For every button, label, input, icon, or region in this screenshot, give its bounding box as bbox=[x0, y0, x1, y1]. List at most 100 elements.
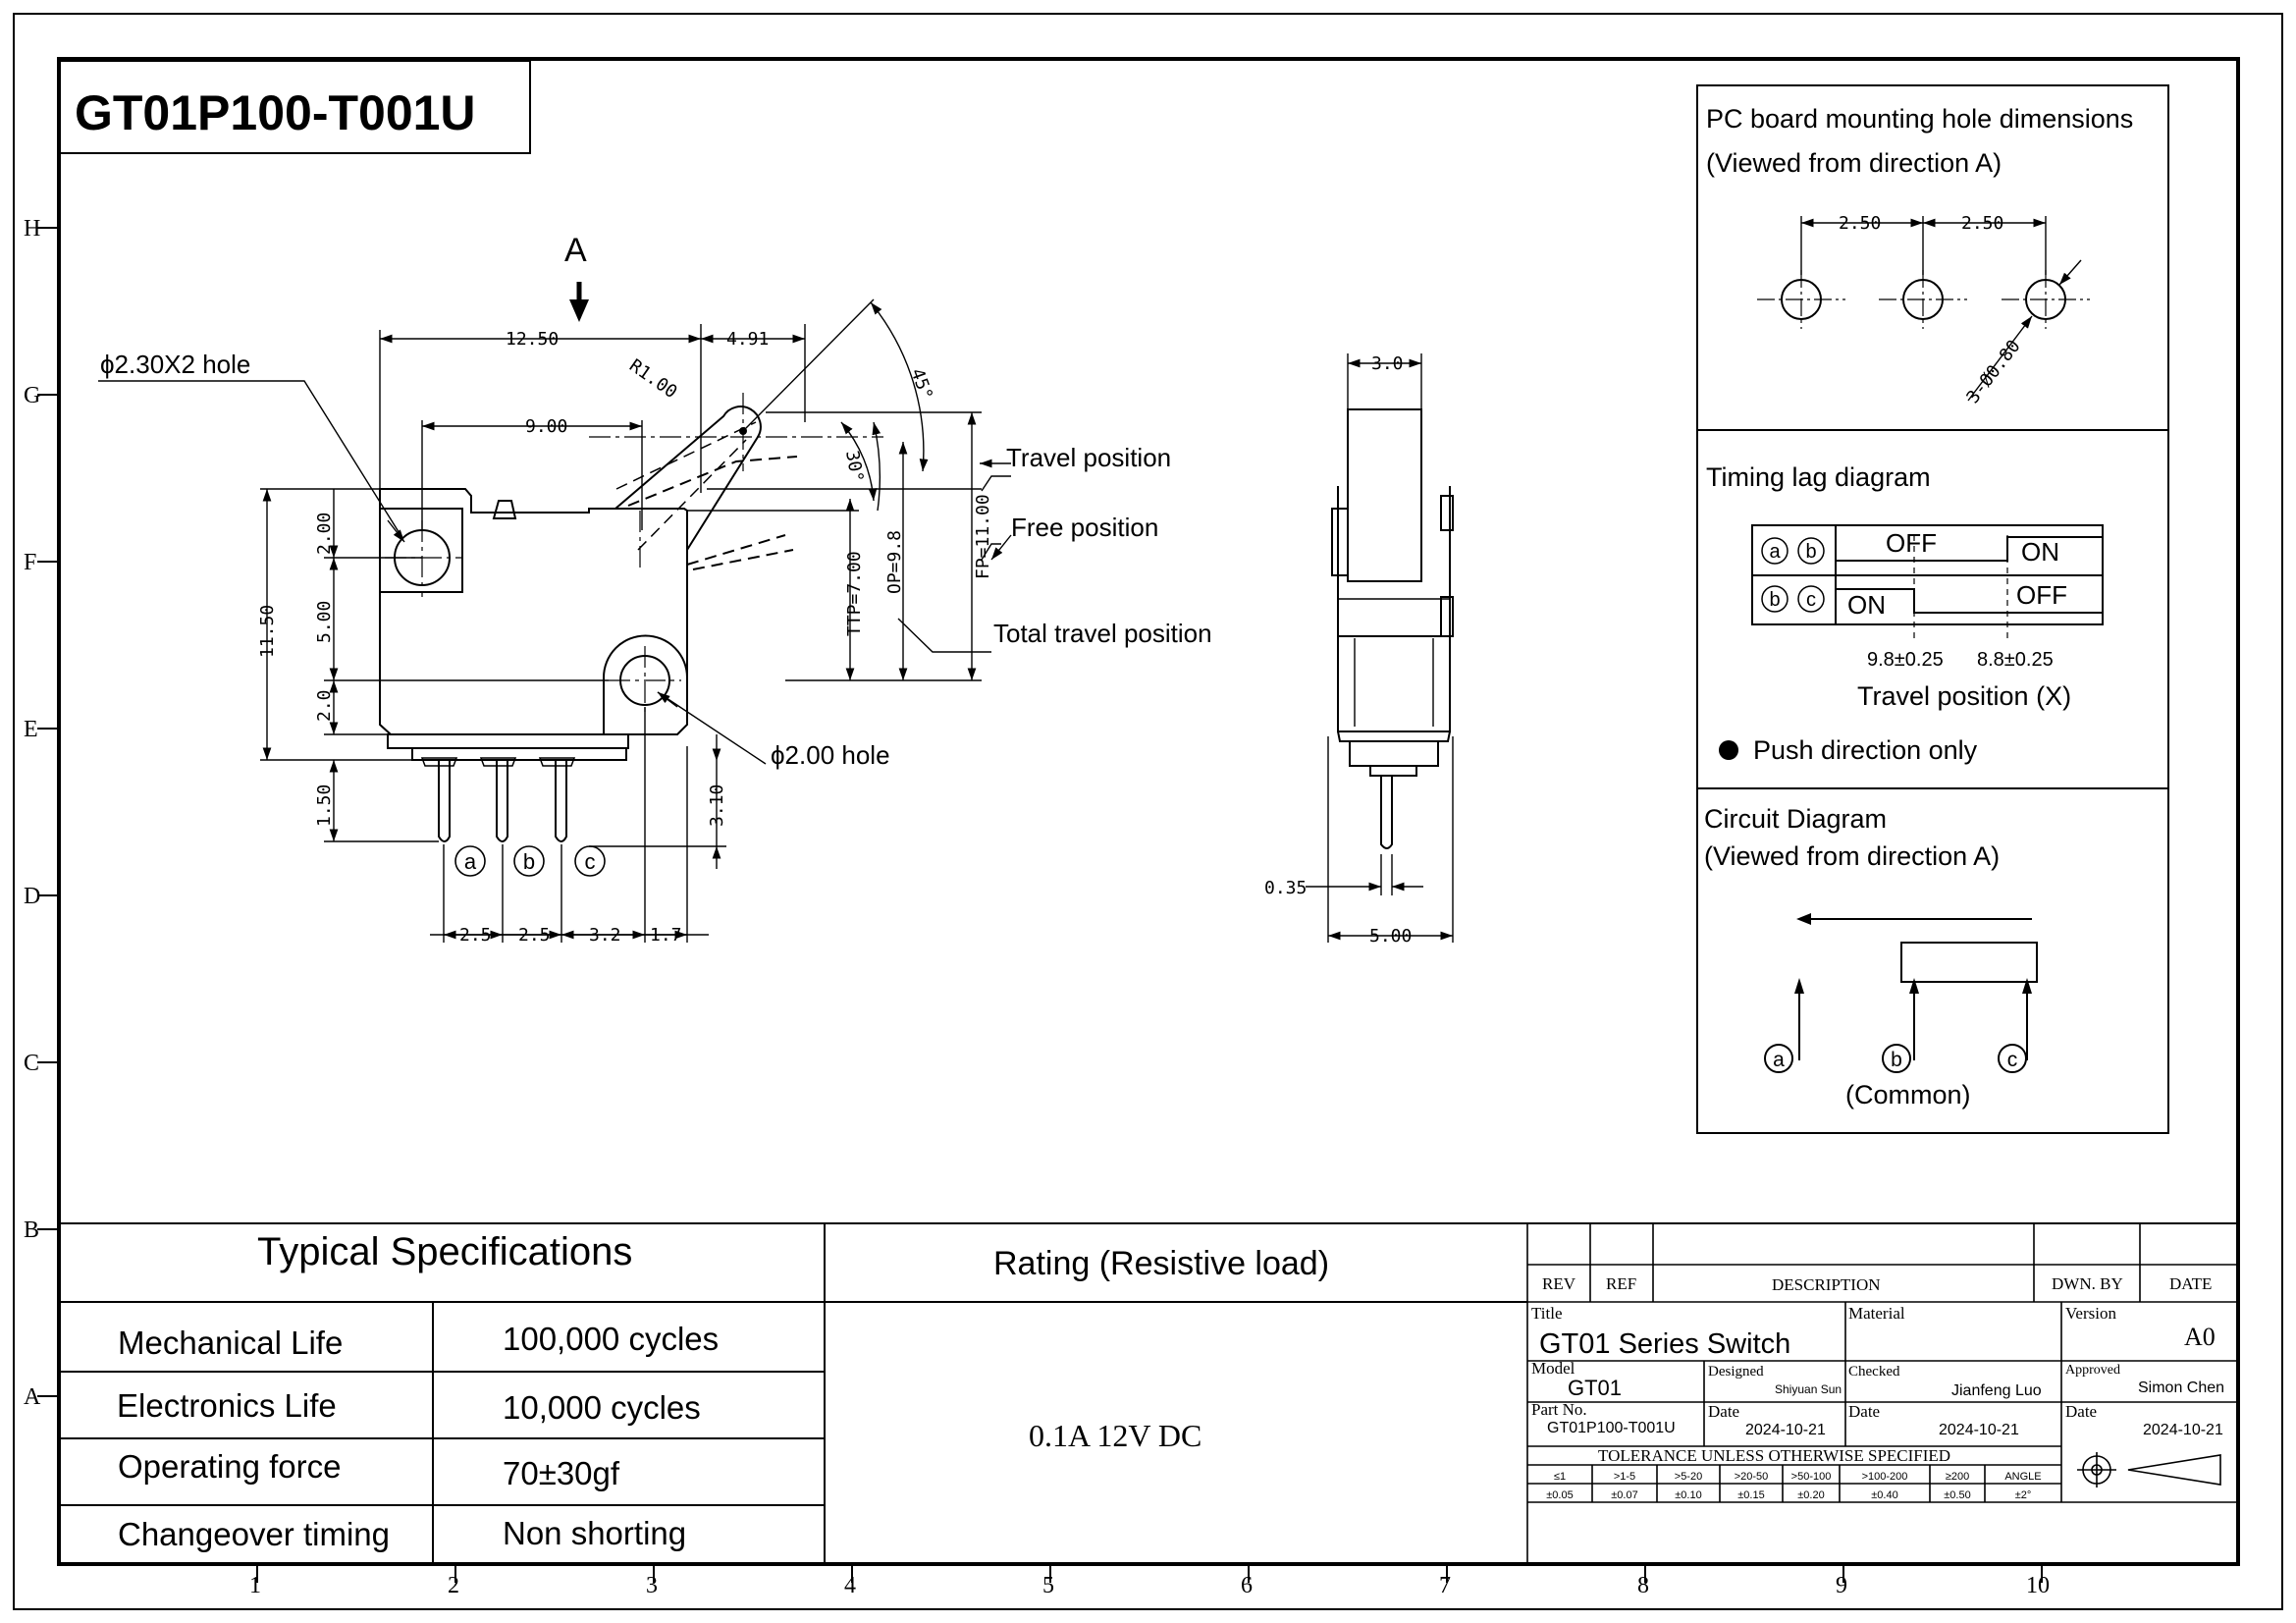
tb-approved-label: Approved bbox=[2065, 1363, 2120, 1378]
part-title-box bbox=[58, 60, 531, 154]
specs-header: Typical Specifications bbox=[257, 1230, 632, 1273]
zone-row-g: G bbox=[24, 383, 40, 408]
tb-designed-value: Shiyuan Sun bbox=[1775, 1382, 1842, 1396]
dim-2-0: 2.0 bbox=[314, 689, 335, 722]
bullet-icon bbox=[1719, 740, 1738, 760]
zone-row-f: F bbox=[24, 550, 36, 575]
dim-fp: FP=11.00 bbox=[973, 494, 993, 579]
pcb-pitch-2: 2.50 bbox=[1961, 213, 2003, 234]
tb-partno-label: Part No. bbox=[1531, 1400, 1587, 1419]
side-dim-3-0: 3.0 bbox=[1371, 353, 1404, 374]
dim-9-00: 9.00 bbox=[525, 416, 567, 437]
tb-model-value: GT01 bbox=[1568, 1376, 1622, 1400]
tb-partno-value: GT01P100-T001U bbox=[1547, 1420, 1676, 1436]
free-position-label: Free position bbox=[1011, 513, 1158, 542]
tol-range-1: ≤1 bbox=[1554, 1471, 1566, 1483]
side-dim-5-00: 5.00 bbox=[1369, 926, 1412, 947]
dim-1-7: 1.7 bbox=[650, 925, 682, 946]
dim-2-5-a: 2.5 bbox=[459, 925, 492, 946]
tol-range-4: >20-50 bbox=[1735, 1471, 1769, 1483]
spec-value-force: 70±30gf bbox=[503, 1455, 620, 1491]
tb-title-value: GT01 Series Switch bbox=[1539, 1328, 1790, 1360]
tb-dwn-by: DWN. BY bbox=[2052, 1274, 2123, 1293]
hole-label: ϕ2.30X2 hole bbox=[100, 350, 250, 379]
circuit-pin-a: a bbox=[1773, 1049, 1785, 1071]
pin-a-marker bbox=[454, 845, 486, 877]
tol-value-2: ±0.07 bbox=[1611, 1489, 1637, 1501]
circuit-title-2: (Viewed from direction A) bbox=[1704, 841, 2000, 871]
side-view bbox=[1331, 408, 1454, 849]
tol-value-5: ±0.20 bbox=[1797, 1489, 1824, 1501]
tol-value-7: ±0.50 bbox=[1944, 1489, 1970, 1501]
dim-12-50: 12.50 bbox=[506, 329, 559, 350]
spec-label-force: Operating force bbox=[118, 1448, 341, 1485]
circuit-common-label: (Common) bbox=[1845, 1080, 1971, 1109]
spec-label-mechanical: Mechanical Life bbox=[118, 1325, 343, 1361]
total-travel-label: Total travel position bbox=[993, 619, 1212, 648]
tol-value-3: ±0.10 bbox=[1675, 1489, 1701, 1501]
timing-row2-on: ON bbox=[1847, 590, 1886, 620]
right-panel-frame bbox=[1696, 84, 2169, 1134]
pin-c-label: c bbox=[585, 849, 596, 874]
title-block bbox=[1526, 1223, 2238, 1564]
pin-a-label: a bbox=[464, 849, 477, 874]
circuit-pin-c: c bbox=[2007, 1049, 2018, 1071]
zone-col-8: 8 bbox=[1637, 1573, 1649, 1598]
dim-45: 45° bbox=[906, 366, 936, 404]
dim-ttp: TTP=7.00 bbox=[844, 551, 865, 636]
lever-arm bbox=[614, 406, 762, 551]
tb-model-label: Model bbox=[1531, 1359, 1575, 1378]
timing-row1-on: ON bbox=[2021, 537, 2059, 567]
timing-row2-pin1: b bbox=[1769, 589, 1780, 611]
rating-value: 0.1A 12V DC bbox=[1029, 1418, 1201, 1453]
pin-c-marker bbox=[574, 845, 606, 877]
zone-row-h: H bbox=[24, 216, 40, 242]
timing-row1-pin2: b bbox=[1805, 541, 1816, 563]
timing-row2-pin2: c bbox=[1806, 589, 1816, 611]
outer-border bbox=[13, 13, 2283, 1610]
side-dim-0-35: 0.35 bbox=[1264, 878, 1307, 898]
spec-label-changeover: Changeover timing bbox=[118, 1516, 390, 1552]
view-arrow bbox=[569, 282, 589, 322]
tol-value-1: ±0.05 bbox=[1546, 1489, 1573, 1501]
dim-5-00: 5.00 bbox=[314, 601, 335, 643]
view-arrow-label: A bbox=[564, 232, 587, 269]
timing-row1-pin1: a bbox=[1769, 541, 1781, 563]
zone-ticks bbox=[37, 227, 2043, 1583]
tb-rev: REV bbox=[1542, 1274, 1576, 1293]
tol-range-3: >5-20 bbox=[1675, 1471, 1702, 1483]
circuit-pin-b: b bbox=[1891, 1049, 1902, 1071]
circuit-diagram bbox=[1764, 918, 2038, 1073]
timing-axis-label: Travel position (X) bbox=[1857, 681, 2071, 711]
tb-date-header: DATE bbox=[2169, 1274, 2212, 1293]
spec-label-electronics: Electronics Life bbox=[117, 1387, 337, 1424]
part-title: GT01P100-T001U bbox=[75, 85, 476, 140]
spec-value-electronics: 10,000 cycles bbox=[503, 1389, 701, 1426]
zone-col-6: 6 bbox=[1241, 1573, 1253, 1598]
timing-value-1: 9.8±0.25 bbox=[1867, 649, 1944, 671]
zone-col-7: 7 bbox=[1439, 1573, 1451, 1598]
tb-checked-label: Checked bbox=[1848, 1364, 1900, 1380]
tb-approved-value: Simon Chen bbox=[2138, 1380, 2224, 1396]
tol-value-6: ±0.40 bbox=[1871, 1489, 1897, 1501]
tb-date3-value: 2024-10-21 bbox=[2143, 1422, 2223, 1438]
zone-row-b: B bbox=[24, 1217, 39, 1243]
travel-position-label: Travel position bbox=[1006, 443, 1171, 472]
dim-11-50: 11.50 bbox=[257, 605, 278, 658]
tol-range-8: ANGLE bbox=[2004, 1471, 2041, 1483]
pcb-title-2: (Viewed from direction A) bbox=[1706, 148, 2002, 178]
zone-col-1: 1 bbox=[249, 1573, 261, 1598]
zone-col-9: 9 bbox=[1836, 1573, 1847, 1598]
dim-1-50: 1.50 bbox=[314, 784, 335, 827]
tb-tolerance-header: TOLERANCE UNLESS OTHERWISE SPECIFIED bbox=[1598, 1446, 1950, 1465]
zone-col-4: 4 bbox=[844, 1573, 856, 1598]
tol-range-6: >100-200 bbox=[1862, 1471, 1908, 1483]
tb-date1-value: 2024-10-21 bbox=[1745, 1422, 1826, 1438]
tb-date2-value: 2024-10-21 bbox=[1939, 1422, 2019, 1438]
zone-col-2: 2 bbox=[448, 1573, 459, 1598]
pcb-hole-dim: 3-Ø0.80 bbox=[1962, 336, 2024, 407]
tol-range-2: >1-5 bbox=[1614, 1471, 1635, 1483]
zone-row-a: A bbox=[24, 1384, 41, 1410]
zone-col-10: 10 bbox=[2026, 1573, 2050, 1598]
